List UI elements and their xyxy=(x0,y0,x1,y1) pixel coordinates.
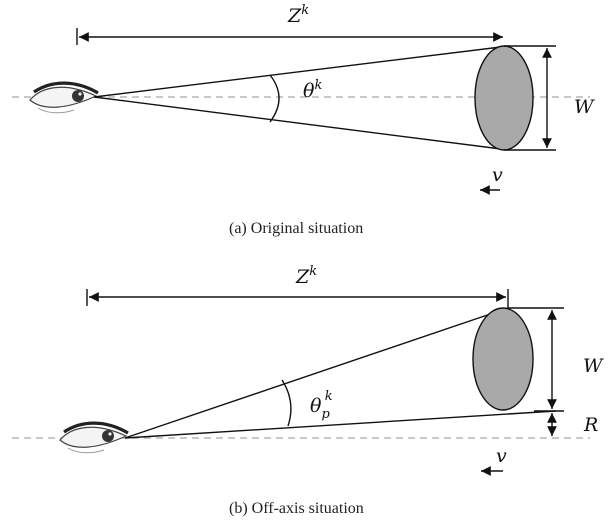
width-label-a: W xyxy=(574,96,595,118)
sight-line-bottom-a xyxy=(93,96,510,151)
width-label-b: W xyxy=(583,355,604,377)
caption-a: (a) Original situation xyxy=(229,220,363,237)
eye-icon xyxy=(59,421,129,454)
angle-label-a: θk xyxy=(303,78,322,102)
angle-arc-b xyxy=(281,379,292,427)
eye-icon xyxy=(29,81,99,114)
offset-label-b: R xyxy=(583,414,598,436)
distance-label-b: Zk xyxy=(295,264,317,288)
sight-line-top-b xyxy=(124,307,509,439)
panel-b: Zk θpk W R v (b) Off-axis situation xyxy=(12,264,604,517)
panel-a: Zk θk W v (a) Original situation xyxy=(12,3,595,237)
velocity-label-a: v xyxy=(492,164,503,186)
distance-label-a: Zk xyxy=(287,3,309,27)
sight-line-bottom-b xyxy=(124,410,557,439)
angle-arc-a xyxy=(269,74,280,123)
object-ellipse-b xyxy=(472,307,534,411)
angle-label-b: θpk xyxy=(310,389,333,422)
caption-b: (b) Off-axis situation xyxy=(229,500,364,517)
object-ellipse-a xyxy=(474,45,534,151)
velocity-label-b: v xyxy=(496,445,507,467)
sight-line-top-a xyxy=(93,45,510,98)
